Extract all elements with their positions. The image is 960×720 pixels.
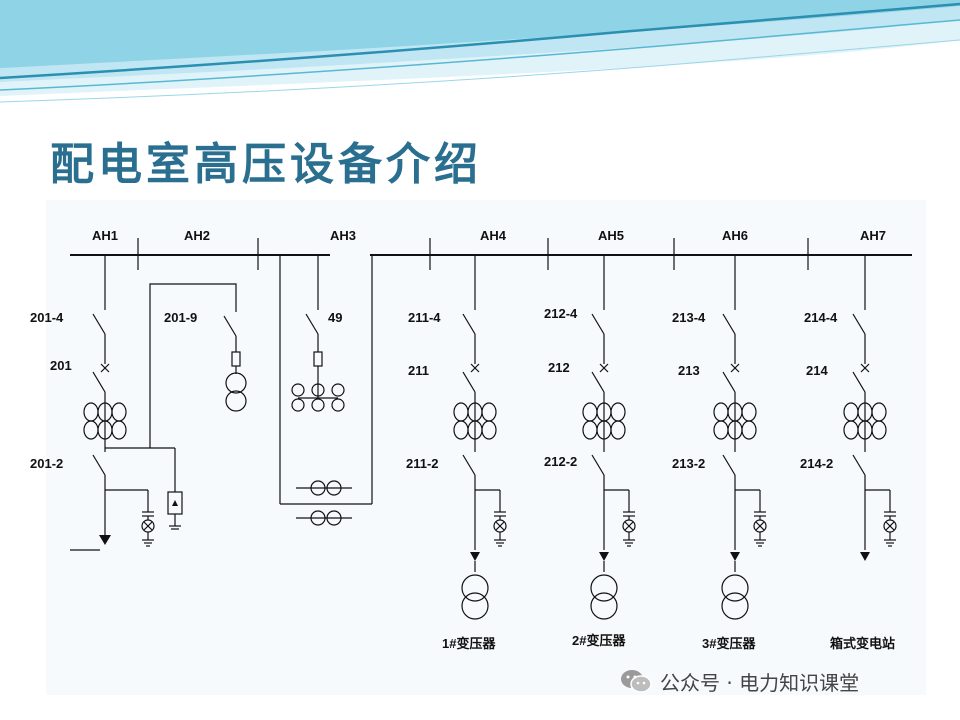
feeder-4-bottom-switch-label: 211-2 — [406, 456, 439, 471]
cabinet-label-ah3: AH3 — [330, 228, 356, 243]
feeder-cabinets: 211-4 211 211-2 1#变压器 212-4 212 212-2 2#变压器 213-… — [406, 255, 897, 651]
feeder-6-breaker-label: 213 — [678, 363, 700, 378]
feeder-6-indicator-lamp-icon — [753, 519, 767, 533]
cabinet-label-ah6: AH6 — [722, 228, 748, 243]
feeder-4-indicator-lamp-icon — [493, 519, 507, 533]
feeder-cabinet-7 — [843, 255, 897, 561]
feeder-7-breaker-label: 214 — [806, 363, 828, 378]
feeder-5-current-transformers-icon — [582, 402, 626, 440]
feeder-6-top-switch-label: 213-4 — [672, 310, 706, 325]
feeder-4-transformer-icon — [461, 561, 489, 620]
feeder-7-top-switch-label: 214-4 — [804, 310, 838, 325]
feeder-5-transformer-icon — [590, 561, 618, 620]
cabinet-label-ah2: AH2 — [184, 228, 210, 243]
slide-title: 配电室高压设备介绍 — [50, 139, 482, 190]
feeder-7-bottom-switch-label: 214-2 — [800, 456, 833, 471]
feeder-4-top-switch-label: 211-4 — [408, 310, 441, 325]
feeder-6-load-label: 3#变压器 — [702, 636, 756, 651]
watermark: 公众号 · 电力知识课堂 — [620, 666, 859, 696]
feeder-4-current-transformers-icon — [453, 402, 497, 440]
ah3-switch-label: 49 — [328, 310, 342, 325]
feeder-6-current-transformers-icon — [713, 402, 757, 440]
ah1-cable-arrow-icon — [99, 535, 111, 545]
feeder-5-indicator-lamp-icon — [622, 519, 636, 533]
feeder-cabinet-5 — [582, 255, 636, 620]
cabinet-dividers — [137, 238, 809, 270]
single-line-diagram-panel: AH1 AH2 AH3 AH4 AH5 AH6 AH7 — [30, 200, 926, 695]
ah2-switch-label: 201-9 — [164, 310, 197, 325]
cabinet-label-ah4: AH4 — [480, 228, 507, 243]
feeder-7-load-label: 箱式变电站 — [830, 636, 895, 651]
ah1-breaker-label: 201 — [50, 358, 72, 373]
feeder-4-breaker-label: 211 — [408, 363, 429, 378]
ah1-bottom-switch-label: 201-2 — [30, 456, 63, 471]
wave-header-decoration — [0, 0, 960, 103]
feeder-6-bottom-switch-label: 213-2 — [672, 456, 705, 471]
feeder-4-load-label: 1#变压器 — [442, 636, 496, 651]
single-line-diagram: AH1 AH2 AH3 AH4 AH5 AH6 AH7 — [30, 228, 912, 651]
feeder-5-bottom-switch-label: 212-2 — [544, 454, 577, 469]
ah1-top-switch-label: 201-4 — [30, 310, 64, 325]
cabinet-label-ah7: AH7 — [860, 228, 886, 243]
ah1-incoming-cabinet — [70, 255, 183, 551]
ah1-indicator-lamp-icon — [141, 519, 155, 533]
feeder-5-cable-arrow-icon — [599, 552, 609, 561]
ah1-current-transformers-icon — [83, 402, 127, 440]
feeder-7-cable-arrow-icon — [860, 552, 870, 561]
wechat-icon — [621, 670, 652, 693]
feeder-cabinet-4 — [453, 255, 507, 620]
feeder-5-breaker-label: 212 — [548, 360, 570, 375]
feeder-5-load-label: 2#变压器 — [572, 633, 626, 648]
feeder-cabinet-6 — [713, 255, 767, 620]
ah2-pt-cabinet — [149, 283, 247, 448]
feeder-6-transformer-icon — [721, 561, 749, 620]
watermark-text: 公众号 · 电力知识课堂 — [660, 670, 860, 695]
feeder-7-indicator-lamp-icon — [883, 519, 897, 533]
ah3-cabinet — [279, 255, 373, 526]
cabinet-label-ah1: AH1 — [92, 228, 118, 243]
cabinet-label-ah5: AH5 — [598, 228, 624, 243]
feeder-5-top-switch-label: 212-4 — [544, 306, 578, 321]
feeder-6-cable-arrow-icon — [730, 552, 740, 561]
ah1-arrester-arrow-icon — [172, 500, 178, 506]
feeder-4-cable-arrow-icon — [470, 552, 480, 561]
feeder-7-current-transformers-icon — [843, 402, 887, 440]
